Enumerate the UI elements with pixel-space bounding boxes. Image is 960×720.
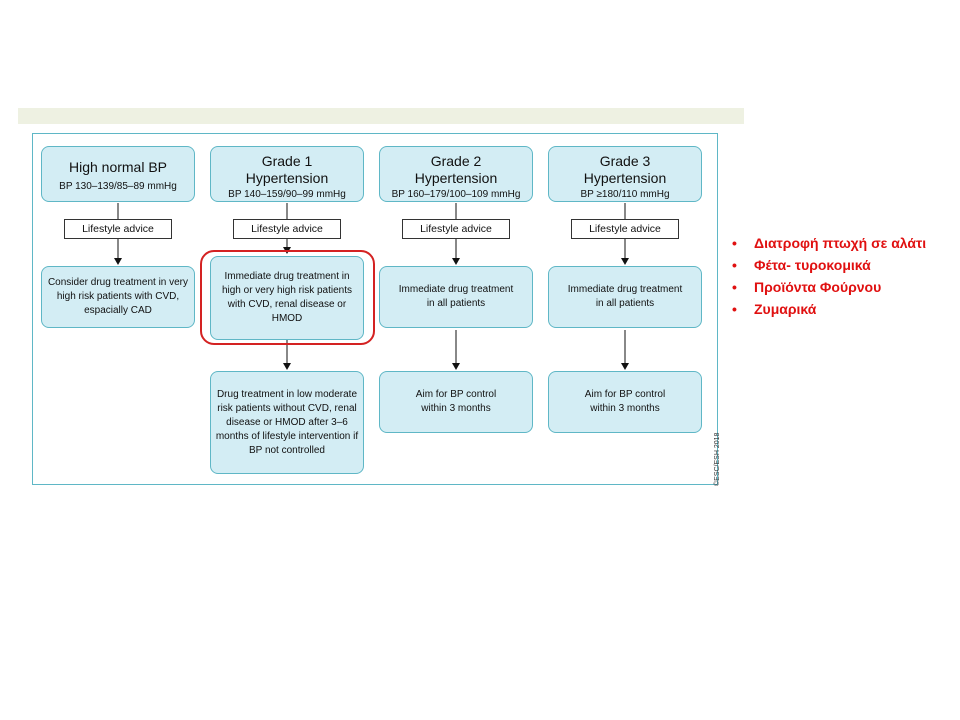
bullet-item: •Ζυμαρικά	[732, 301, 817, 317]
header-subtitle: Hypertension	[583, 170, 667, 186]
header-high-normal-bp: High normal BP BP 130–139/85–89 mmHg	[41, 146, 195, 202]
header-bp-range: BP ≥180/110 mmHg	[580, 189, 670, 200]
treatment-box-grade-1: Immediate drug treatment in high or very…	[210, 256, 364, 340]
treatment-box-high-normal: Consider drug treatment in very high ris…	[41, 266, 195, 328]
bullet-item: •Φέτα- τυροκομικά	[732, 257, 871, 273]
bullet-text: Διατροφή πτωχή σε αλάτι	[754, 235, 927, 251]
highlight-outline	[200, 250, 375, 345]
lifestyle-advice-box: Lifestyle advice	[233, 219, 341, 239]
bullet-list: •Διατροφή πτωχή σε αλάτι •Φέτα- τυροκομι…	[732, 232, 926, 320]
treatment-box-grade-3: Immediate drug treatment in all patients	[548, 266, 702, 328]
bullet-text: Φέτα- τυροκομικά	[754, 257, 871, 273]
header-title: Grade 2	[430, 153, 482, 169]
outcome-box-grade-3: Aim for BP control within 3 months	[548, 371, 702, 433]
lifestyle-advice-box: Lifestyle advice	[571, 219, 679, 239]
copyright-notice: ©ESC/ESH 2018	[714, 432, 721, 486]
top-banner-strip	[18, 108, 744, 124]
header-grade-1: Grade 1 Hypertension BP 140–159/90–99 mm…	[210, 146, 364, 202]
header-grade-2: Grade 2 Hypertension BP 160–179/100–109 …	[379, 146, 533, 202]
bullet-item: •Διατροφή πτωχή σε αλάτι	[732, 235, 927, 251]
header-subtitle: Hypertension	[245, 170, 329, 186]
bullet-item: •Προϊόντα Φούρνου	[732, 279, 882, 295]
treatment-box-grade-2: Immediate drug treatment in all patients	[379, 266, 533, 328]
header-title: Grade 3	[599, 153, 651, 169]
header-bp-range: BP 160–179/100–109 mmHg	[391, 189, 521, 200]
outcome-box-grade-1: Drug treatment in low moderate risk pati…	[210, 371, 364, 474]
bullet-text: Προϊόντα Φούρνου	[754, 279, 882, 295]
lifestyle-advice-box: Lifestyle advice	[402, 219, 510, 239]
header-title: Grade 1	[261, 153, 313, 169]
header-subtitle: Hypertension	[414, 170, 498, 186]
header-bp-range: BP 140–159/90–99 mmHg	[228, 189, 346, 200]
lifestyle-advice-box: Lifestyle advice	[64, 219, 172, 239]
header-title: High normal BP	[68, 159, 168, 175]
header-grade-3: Grade 3 Hypertension BP ≥180/110 mmHg	[548, 146, 702, 202]
outcome-box-grade-2: Aim for BP control within 3 months	[379, 371, 533, 433]
header-bp-range: BP 130–139/85–89 mmHg	[59, 181, 177, 192]
bullet-text: Ζυμαρικά	[754, 301, 817, 317]
